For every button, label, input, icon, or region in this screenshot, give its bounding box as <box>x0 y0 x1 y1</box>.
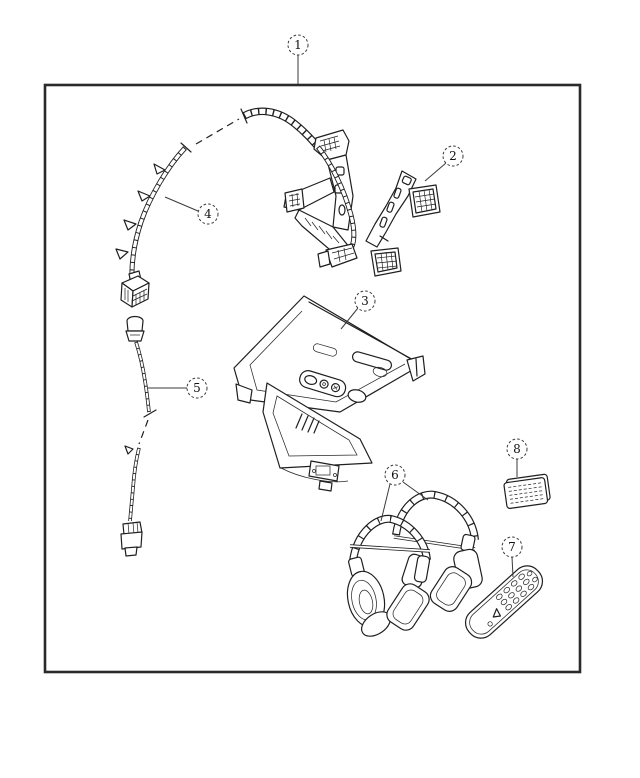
harness-hidden-span <box>195 118 240 145</box>
callout-4: 4 <box>164 196 219 225</box>
callout-6-label: 6 <box>391 468 399 482</box>
callout-6: 6 <box>380 464 429 522</box>
overhead-monitor-drawing <box>233 295 426 492</box>
callout-6-bubble <box>384 464 406 486</box>
pigtail-connector-drawing <box>317 243 358 268</box>
callout-3-label: 3 <box>361 294 369 308</box>
callout-1: 1 <box>287 34 309 84</box>
callout-3: 3 <box>340 290 376 330</box>
monitor-screen-drawing <box>262 382 373 492</box>
callout-8-bubble <box>506 438 528 460</box>
callout-7-label: 7 <box>508 540 516 554</box>
callout-4-label: 4 <box>204 207 212 221</box>
callout-2-bubble <box>442 145 464 167</box>
diagram-border-box <box>43 83 582 674</box>
callout-6-leader <box>380 483 391 522</box>
headphones-drawing <box>346 490 483 637</box>
callout-1-bubble <box>287 34 309 56</box>
callout-7-leader <box>511 556 514 578</box>
cable-top-connector-drawing <box>125 315 145 342</box>
cable-bottom-connector-drawing <box>120 521 143 557</box>
wiring-harness-drawing <box>115 107 322 308</box>
callout-3-leader <box>340 307 359 330</box>
callout-1-label: 1 <box>294 38 302 52</box>
antenna-cable-drawing <box>120 315 157 557</box>
headphone-front-drawing <box>346 514 431 637</box>
harness-connector-drawing <box>120 270 150 308</box>
callout-2-leader <box>424 162 447 182</box>
remote-control-drawing <box>464 565 544 639</box>
callout-2: 2 <box>424 145 464 182</box>
callout-5-bubble <box>186 377 208 399</box>
instruction-card-drawing <box>503 473 551 509</box>
callout-4-leader <box>164 196 199 212</box>
callout-8-label: 8 <box>513 442 521 456</box>
mounting-bracket-drawing <box>365 170 441 277</box>
callout-4-bubble <box>197 203 219 225</box>
callout-7-bubble <box>501 536 523 558</box>
bracket-assembly-left-drawing <box>283 129 358 268</box>
callout-2-label: 2 <box>449 149 457 163</box>
callout-5-label: 5 <box>193 381 201 395</box>
callout-3-bubble <box>354 290 376 312</box>
callout-7: 7 <box>501 536 523 578</box>
callout-6-leader-2 <box>402 481 429 501</box>
callout-8: 8 <box>506 438 528 477</box>
callout-5: 5 <box>148 377 208 399</box>
harness-clip-icons <box>115 163 166 260</box>
monitor-controls-drawing <box>299 370 347 398</box>
